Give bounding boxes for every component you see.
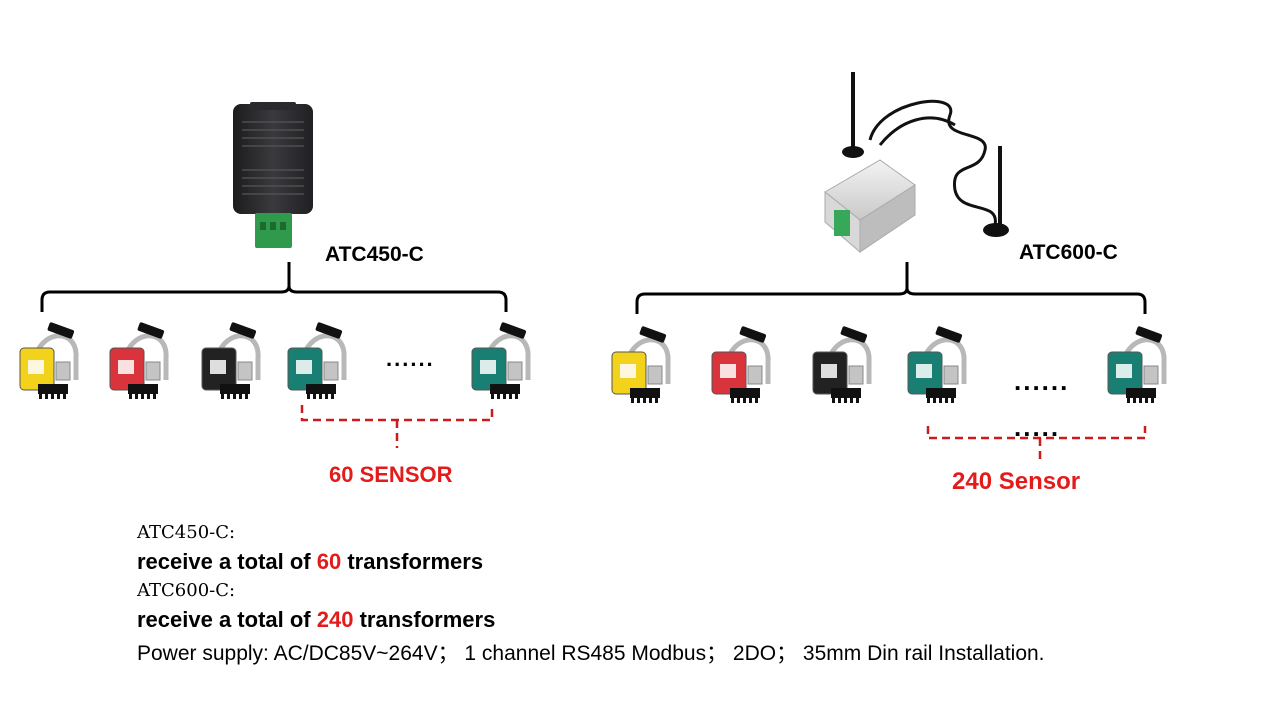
atc600-sensor-4: [907, 326, 967, 403]
atc600-device-image: [824, 72, 1009, 254]
atc600-note-prefix: receive a total of: [137, 607, 317, 632]
atc600-label: ATC600-C: [1019, 241, 1118, 264]
atc450-sensor-1: [19, 322, 79, 399]
atc450-note-heading: ATC450-C:: [137, 522, 236, 543]
atc600-sensor-1: [611, 326, 671, 403]
atc450-note-prefix: receive a total of: [137, 549, 317, 574]
atc450-sensor-2: [109, 322, 169, 399]
power-supply-note: Power supply: AC/DC85V~264V； 1 channel R…: [137, 642, 1045, 665]
atc600-sensor-2: [711, 326, 771, 403]
left-dashed-bracket: [300, 405, 494, 448]
atc600-sensor-row: [611, 326, 1167, 403]
left-ellipsis: ......: [386, 346, 435, 371]
atc450-label: ATC450-C: [325, 243, 424, 266]
right-dashed-bracket: [926, 426, 1147, 460]
atc600-note-suffix: transformers: [353, 607, 496, 632]
right-bracket: [635, 262, 1147, 314]
atc450-sensor-5: [471, 322, 531, 399]
atc450-note-count: 60: [316, 549, 342, 574]
right-group-label: 240 Sensor: [952, 468, 1081, 495]
right-ellipsis-bottom: .....: [1014, 412, 1061, 442]
atc450-sensor-4: [287, 322, 347, 399]
left-bracket: [40, 262, 508, 312]
atc450-note-line: receive a total of 60 transformers: [137, 549, 483, 575]
atc600-note-heading: ATC600-C:: [137, 580, 236, 601]
atc600-sensor-5: [1107, 326, 1167, 403]
atc600-note-line: receive a total of 240 transformers: [137, 607, 495, 633]
atc600-note-count: 240: [316, 607, 354, 632]
left-group-label: 60 SENSOR: [329, 462, 453, 487]
atc450-device-image: [233, 102, 313, 248]
atc450-sensor-row: [19, 322, 531, 399]
atc450-sensor-3: [201, 322, 261, 399]
right-ellipsis-top: ......: [1014, 366, 1070, 396]
atc450-note-suffix: transformers: [341, 549, 484, 574]
atc600-sensor-3: [812, 326, 872, 403]
